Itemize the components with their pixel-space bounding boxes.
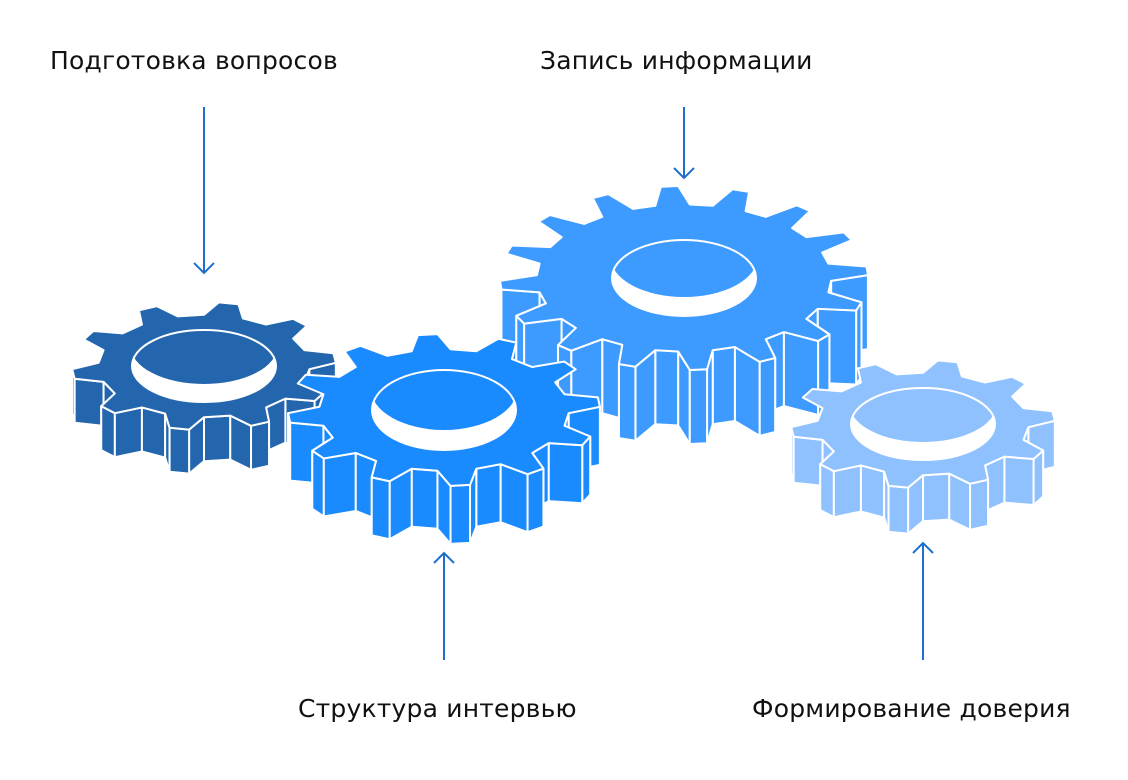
gear-side-face xyxy=(311,449,325,518)
gear-hub-rim xyxy=(611,239,757,317)
gear-side-face xyxy=(581,435,592,505)
gear-side-face xyxy=(526,467,545,534)
gear-side-face xyxy=(322,451,357,518)
gear-side-face xyxy=(617,363,637,442)
gear-side-face xyxy=(819,463,835,519)
gear-side-face xyxy=(922,472,951,523)
gear-side-face xyxy=(758,356,777,437)
arrow-down-prep-icon xyxy=(193,107,215,275)
gear-hub-rim xyxy=(131,329,277,403)
label-question-preparation: Подготовка вопросов xyxy=(50,46,338,75)
gear-prep xyxy=(71,301,337,475)
gear-side-face xyxy=(168,426,191,475)
gear-side-face xyxy=(711,346,736,426)
gear-side-face xyxy=(1003,455,1035,506)
gear-side-face xyxy=(140,406,167,459)
gear-side-face xyxy=(449,483,472,545)
gear-hub-rim xyxy=(371,369,517,451)
gear-side-face xyxy=(370,476,391,541)
gear-side-face xyxy=(547,442,584,505)
gear-side-face xyxy=(832,464,862,519)
gear-side-face xyxy=(688,368,709,445)
gear-side-face xyxy=(250,420,271,471)
gear-side-face xyxy=(792,435,824,487)
gear-trust xyxy=(790,359,1056,535)
label-trust-building: Формирование доверия xyxy=(752,694,1071,723)
gear-hub-rim xyxy=(850,387,996,461)
gear-side-face xyxy=(499,463,529,534)
gear-hub-inner-wall xyxy=(851,388,995,443)
gear-side-face xyxy=(475,463,502,528)
arrow-up-structure-icon xyxy=(433,551,455,660)
gear-hub-inner-wall xyxy=(612,240,756,298)
arrow-up-trust-icon xyxy=(912,541,934,660)
gear-hub-inner-wall xyxy=(372,370,516,430)
gear-structure xyxy=(287,333,601,545)
gear-side-face xyxy=(859,464,886,519)
gear-side-face xyxy=(969,478,990,531)
gear-record xyxy=(499,185,869,445)
gear-side-face xyxy=(887,484,910,535)
gear-side-face xyxy=(410,467,439,530)
gear-side-face xyxy=(203,414,232,463)
arrow-down-record-icon xyxy=(673,107,695,180)
gear-side-face xyxy=(73,377,105,427)
gear-side-face xyxy=(100,405,116,459)
label-information-recording: Запись информации xyxy=(540,46,813,75)
gear-hub-inner-wall xyxy=(132,330,276,385)
label-interview-structure: Структура интервью xyxy=(298,694,577,723)
gear-side-face xyxy=(654,349,680,427)
gear-side-face xyxy=(113,406,143,459)
